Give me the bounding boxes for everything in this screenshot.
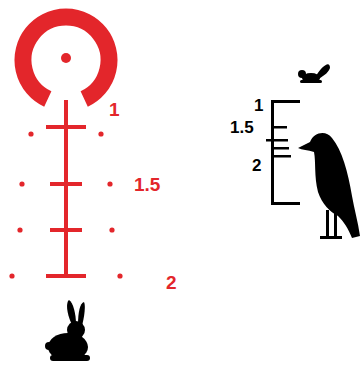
scale-tick	[271, 100, 300, 103]
scale-number: 2	[252, 157, 261, 174]
scale-tick	[271, 147, 289, 150]
hold-tick	[50, 228, 82, 232]
hold-tick	[46, 125, 86, 129]
reticle-ring	[23, 17, 109, 99]
wind-dot	[17, 227, 22, 232]
range-number: 2	[166, 273, 177, 292]
wind-dot	[98, 131, 103, 136]
hold-tick	[50, 182, 82, 186]
red-reticle	[9, 17, 122, 279]
squirrel-silhouette	[298, 64, 330, 83]
wind-dot	[107, 181, 112, 186]
scale-bar	[271, 100, 274, 205]
wind-dot	[109, 227, 114, 232]
range-number: 1	[109, 100, 120, 119]
rabbit-silhouette	[45, 300, 90, 361]
scale-number: 1	[254, 97, 263, 114]
scale-tick	[266, 139, 288, 142]
range-number: 1.5	[134, 175, 160, 194]
scale-tick	[271, 126, 287, 129]
wind-dot	[9, 273, 14, 278]
scale-number: 1.5	[230, 119, 254, 136]
center-dot	[61, 53, 71, 63]
wind-dot	[117, 273, 122, 278]
scale-tick	[271, 155, 291, 158]
crow-silhouette	[298, 133, 360, 239]
hold-tick	[46, 274, 86, 278]
wind-dot	[19, 181, 24, 186]
wind-dot	[28, 131, 33, 136]
range-scale	[266, 100, 300, 205]
scale-tick	[271, 202, 300, 205]
